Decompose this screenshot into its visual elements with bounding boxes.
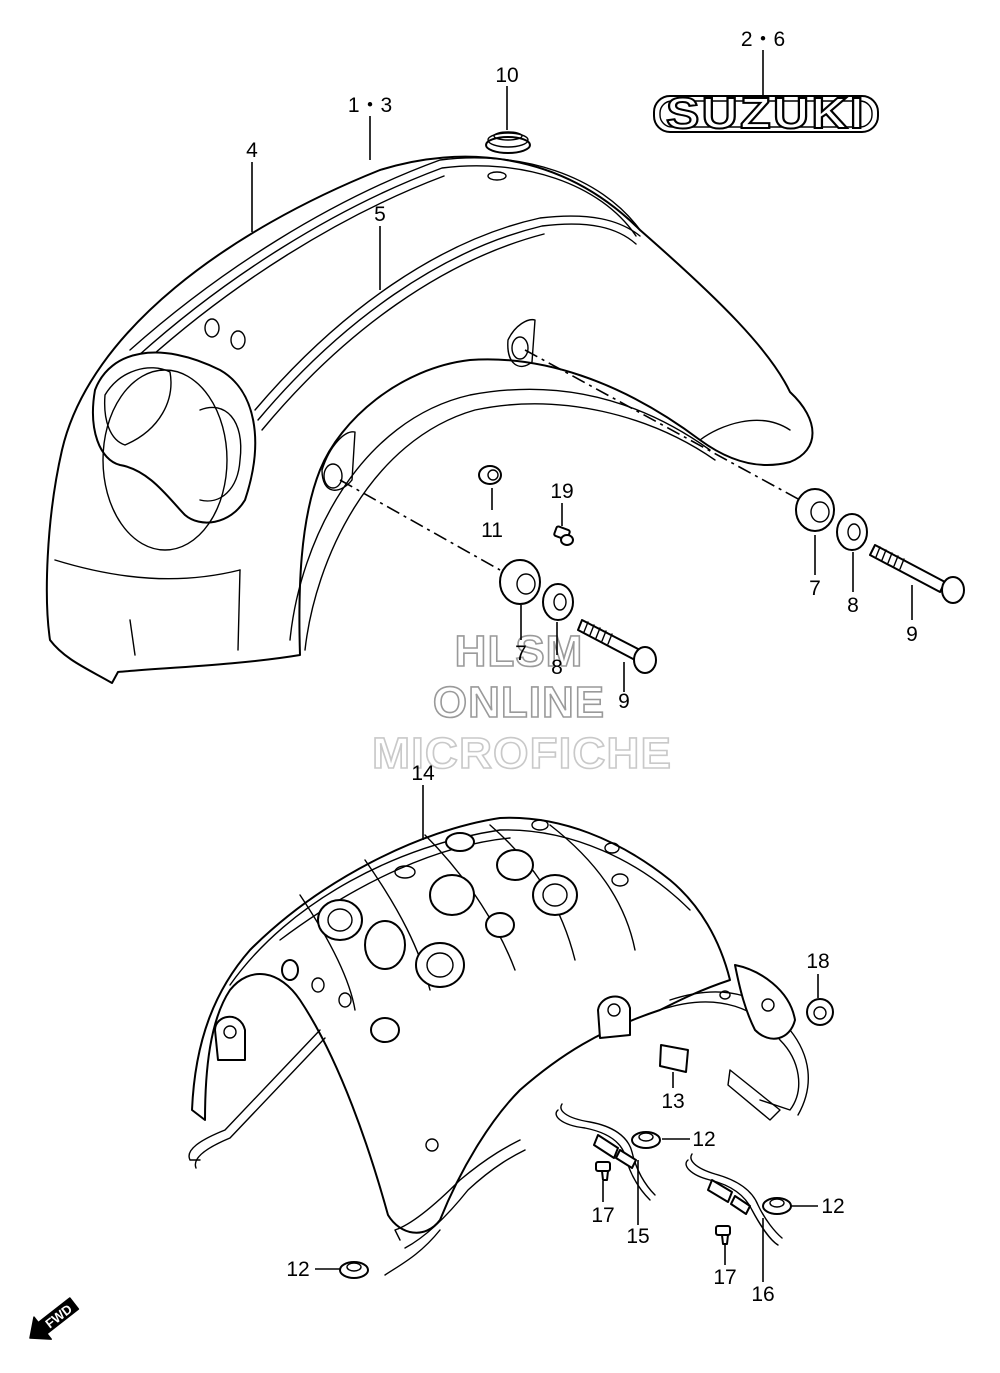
callout-15: 15: [626, 1225, 649, 1248]
nut-part-12-c: [339, 1261, 369, 1279]
callout-5: 5: [374, 203, 386, 226]
callout-17-a: 17: [591, 1204, 614, 1227]
callout-14: 14: [411, 762, 435, 785]
suzuki-emblem-part-2-6: SUZUKI: [653, 88, 879, 139]
right-mount-hardware: [524, 349, 965, 604]
callout-12-a: 12: [692, 1128, 715, 1151]
callout-2-6: 2・6: [741, 28, 785, 51]
callout-16: 16: [751, 1283, 774, 1306]
callout-18: 18: [806, 950, 829, 973]
callout-12-b: 12: [821, 1195, 844, 1218]
callout-9-left: 9: [618, 690, 630, 713]
callout-7-right: 7: [809, 577, 821, 600]
nut-part-12-a: [631, 1131, 661, 1149]
watermark-line-2: ONLINE: [433, 678, 605, 727]
screw-part-17-b: [715, 1225, 731, 1245]
watermark-line-1: HLSM: [455, 627, 584, 676]
rear-fender: [45, 155, 814, 684]
grommet-part-10: [485, 131, 531, 154]
bolt-part-19: [553, 525, 574, 546]
callout-7-left: 7: [515, 642, 527, 665]
forward-arrow-icon: FWD: [29, 1297, 80, 1340]
callout-13: 13: [661, 1090, 684, 1113]
callout-17-b: 17: [713, 1266, 736, 1289]
left-mount-hardware: [339, 479, 657, 674]
callout-4: 4: [246, 139, 258, 162]
callout-1-3: 1・3: [348, 94, 392, 117]
leader-lines: [251, 50, 913, 1282]
nut-part-12-b: [762, 1197, 792, 1215]
emblem-lettering: SUZUKI: [666, 89, 866, 138]
callout-12-c: 12: [286, 1258, 309, 1281]
watermark-line-3: MICROFICHE: [372, 729, 672, 778]
screw-part-17-a: [595, 1161, 611, 1181]
watermark: HLSM ONLINE MICROFICHE: [371, 626, 672, 779]
callout-8-left: 8: [551, 656, 563, 679]
callout-9-right: 9: [906, 623, 918, 646]
clamp-part-16: [685, 1153, 783, 1246]
nut-part-18: [806, 998, 834, 1026]
cushion-part-11: [478, 465, 502, 485]
clamp-part-15: [555, 1103, 656, 1201]
label-part-13: [659, 1044, 689, 1073]
callout-10: 10: [495, 64, 518, 87]
inner-fender-part-14: [191, 816, 731, 1234]
callout-19: 19: [550, 480, 573, 503]
callout-11: 11: [481, 519, 503, 542]
callout-8-right: 8: [847, 594, 859, 617]
callout-numbers: 2・6 1・3 10 4 5 11 19 7 8 9 7 8 9 14 18 1…: [246, 28, 918, 1306]
fender-stay-bracket: [188, 964, 809, 1276]
